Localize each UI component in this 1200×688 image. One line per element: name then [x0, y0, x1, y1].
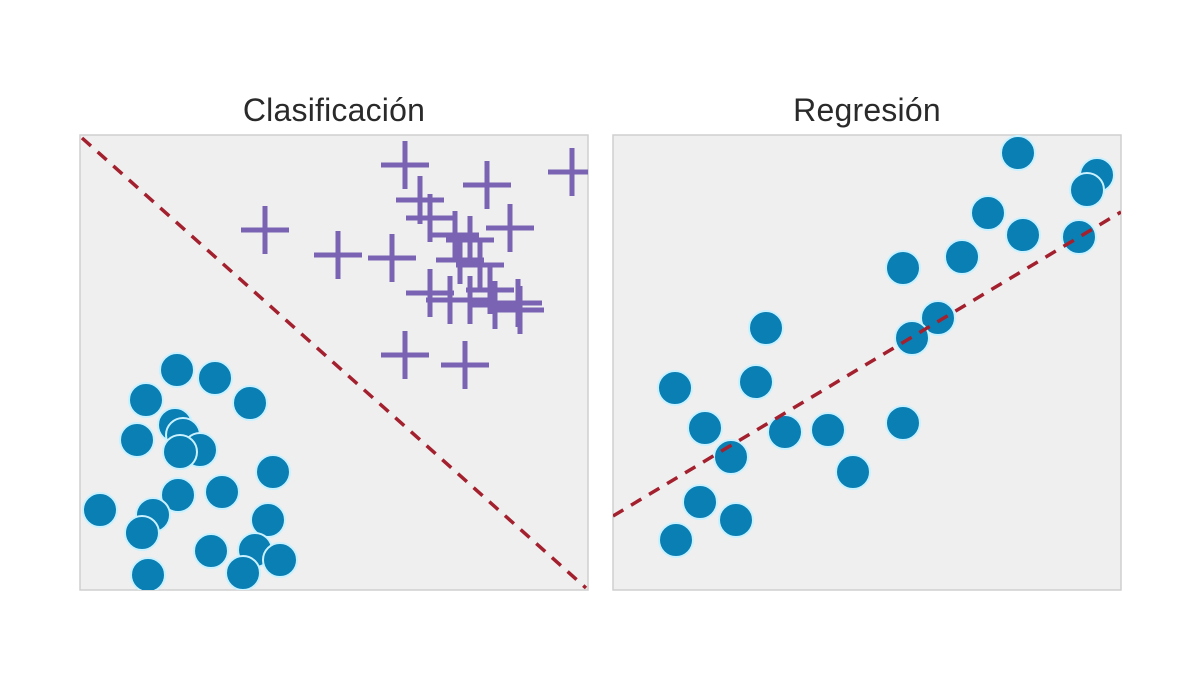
plus-marker [381, 141, 429, 189]
circle-marker [197, 360, 233, 396]
circle-marker [82, 492, 118, 528]
circle-marker [193, 533, 229, 569]
plus-marker [446, 216, 494, 264]
plus-marker [548, 148, 588, 196]
circle-marker [124, 515, 160, 551]
plus-marker [406, 194, 454, 242]
plus-marker [456, 241, 504, 289]
circle-marker [159, 352, 195, 388]
circle-marker [162, 434, 198, 470]
circle-marker [255, 454, 291, 490]
circle-marker [160, 477, 196, 513]
decision-boundary-line [80, 136, 588, 590]
circle-marker [1005, 217, 1041, 253]
circle-marker [657, 370, 693, 406]
plus-marker [241, 206, 289, 254]
regression-plot [612, 134, 1122, 591]
regression-title: Regresión [793, 92, 941, 128]
circle-marker [1069, 172, 1105, 208]
circle-marker [767, 414, 803, 450]
circle-marker [262, 542, 298, 578]
plus-marker [486, 204, 534, 252]
plus-marker [406, 269, 454, 317]
regression-fit-line [613, 210, 1121, 518]
circle-marker [885, 250, 921, 286]
circle-marker [128, 382, 164, 418]
class-circle-series [82, 352, 298, 590]
circle-marker [885, 405, 921, 441]
circle-marker [682, 484, 718, 520]
circle-marker [204, 474, 240, 510]
circle-marker [1061, 219, 1097, 255]
circle-marker [944, 239, 980, 275]
circle-marker [130, 557, 166, 590]
circle-marker [835, 454, 871, 490]
circle-marker [738, 364, 774, 400]
plus-marker [381, 331, 429, 379]
plus-marker [314, 231, 362, 279]
plus-marker [446, 276, 494, 324]
circle-marker [119, 422, 155, 458]
circle-marker [1000, 135, 1036, 171]
plus-marker [441, 341, 489, 389]
classification-plot [79, 134, 589, 591]
class-cross-series [241, 141, 588, 389]
circle-marker [970, 195, 1006, 231]
circle-marker [687, 410, 723, 446]
plus-marker [436, 236, 484, 284]
plus-marker [496, 286, 544, 334]
plus-marker [368, 234, 416, 282]
plus-marker [463, 161, 511, 209]
circle-marker [748, 310, 784, 346]
classification-title: Clasificación [242, 92, 426, 128]
circle-marker [810, 412, 846, 448]
circle-marker [225, 555, 261, 590]
circle-marker [718, 502, 754, 538]
circle-marker [232, 385, 268, 421]
circle-marker [658, 522, 694, 558]
circle-marker [250, 502, 286, 538]
